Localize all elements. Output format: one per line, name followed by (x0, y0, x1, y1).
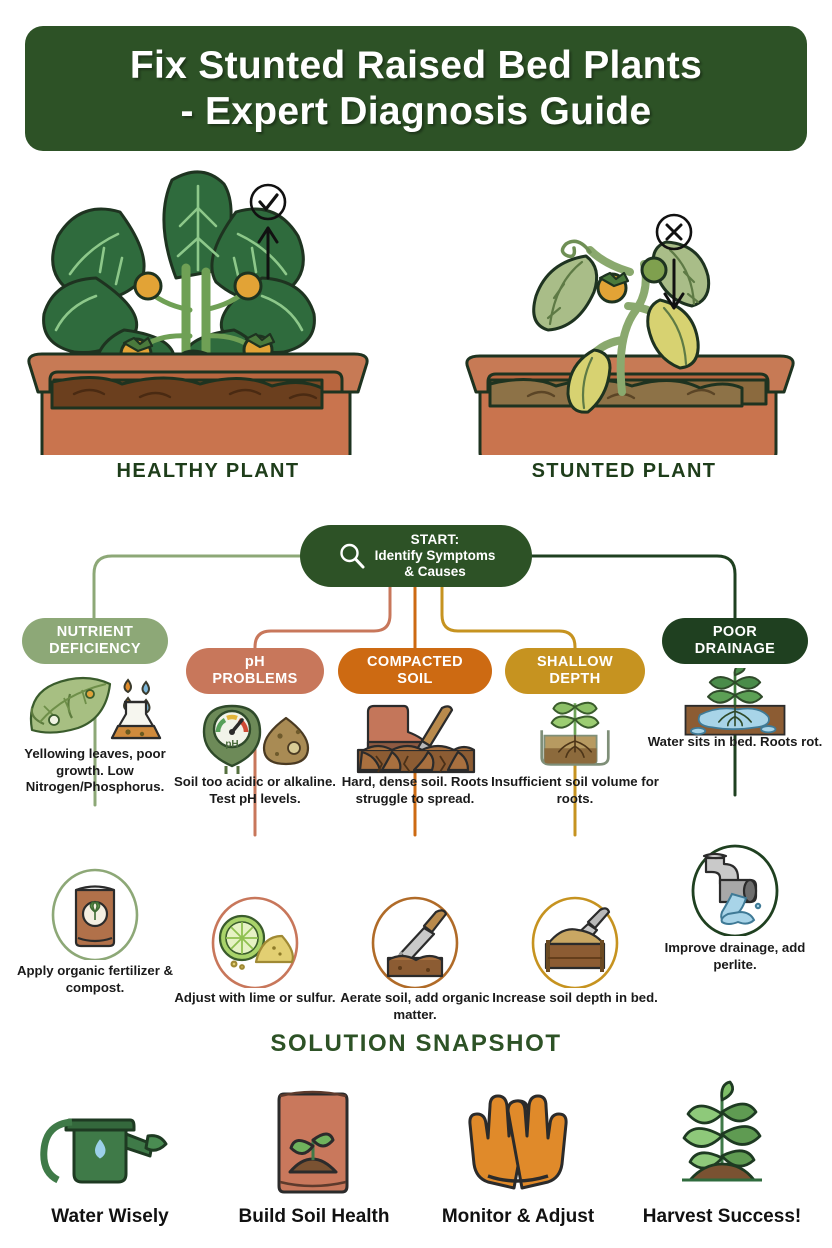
flow-start-line-3: & Causes (404, 564, 466, 579)
pill-compacted-soil[interactable]: COMPACTED SOIL (338, 648, 492, 694)
pill-line-1: POOR (712, 624, 758, 640)
flow-start-line-2: Identify Symptoms (374, 548, 496, 563)
solution-text-compacted: Aerate soil, add organic matter. (340, 990, 490, 1022)
healthy-plant-card: HEALTHY PLANT (0, 160, 416, 505)
pill-line-1: pH (244, 654, 266, 670)
soil-bag-icon (277, 1090, 349, 1194)
seedling-icon (682, 1080, 762, 1182)
waterlogged-soil-icon (684, 668, 786, 736)
snapshot-item-harvest-success: Harvest Success! (618, 1078, 826, 1248)
symptom-text-shallow: Insufficient soil volume for roots. (491, 774, 659, 806)
solution-ring-shallow (531, 896, 619, 988)
unripe-fruit (640, 256, 668, 284)
snapshot-title: SOLUTION SNAPSHOT (270, 1030, 562, 1057)
snapshot-item-build-soil-health: Build Soil Health (210, 1078, 418, 1248)
symptom-text-drainage: Water sits in bed. Roots rot. (647, 734, 823, 749)
svg-text:pH: pH (225, 739, 238, 750)
symptom-text-compacted: Hard, dense soil. Roots struggle to spre… (341, 774, 489, 806)
snapshot-item-monitor-adjust: Monitor & Adjust (414, 1078, 622, 1248)
shallow-planter-icon (540, 701, 610, 766)
stunted-plant-label: STUNTED PLANT (531, 460, 717, 482)
snapshot-label: Monitor & Adjust (441, 1206, 595, 1227)
diagnosis-flowchart: START: Identify Symptoms & Causes NUTRIE… (0, 505, 832, 1022)
solution-text-shallow: Increase soil depth in bed. (492, 990, 658, 1005)
ph-meter-icon: pH (202, 704, 310, 774)
stunted-plant-card: STUNTED PLANT (416, 160, 832, 505)
snapshot-label: Build Soil Health (238, 1206, 390, 1227)
solution-ring-compacted (371, 896, 459, 988)
gloves-icon (468, 1094, 568, 1190)
stunted-plant-illustration (465, 239, 795, 455)
flow-start-line-1: START: (410, 532, 460, 547)
page-title-banner: Fix Stunted Raised Bed Plants - Expert D… (25, 26, 807, 151)
pill-line-2: DEPTH (549, 671, 601, 687)
check-circle-icon (249, 183, 287, 221)
solution-ring-ph (211, 896, 299, 988)
flow-start-text: START: Identify Symptoms & Causes (375, 532, 496, 580)
solution-ring-drainage (691, 844, 779, 936)
healthy-plant-illustration (27, 170, 369, 455)
snapshot-label: Water Wisely (51, 1206, 169, 1227)
healthy-status-group (249, 183, 287, 280)
flow-start-node[interactable]: START: Identify Symptoms & Causes (300, 525, 532, 587)
snapshot-label: Harvest Success! (642, 1206, 802, 1227)
stunted-status-group (655, 213, 693, 310)
pill-shallow-depth[interactable]: SHALLOW DEPTH (505, 648, 645, 694)
pill-poor-drainage[interactable]: POOR DRAINAGE (662, 618, 808, 664)
healthy-plant-label: HEALTHY PLANT (116, 460, 300, 482)
solution-ring-nutrient (51, 868, 139, 960)
pill-line-1: NUTRIENT (56, 624, 134, 640)
pill-ph-problems[interactable]: pH PROBLEMS (186, 648, 324, 694)
x-circle-icon (655, 213, 693, 251)
pill-line-2: DEFICIENCY (49, 641, 141, 657)
plant-comparison-section: HEALTHY PLANT (0, 160, 832, 505)
pill-line-2: SOIL (397, 671, 433, 687)
magnifier-icon (339, 543, 365, 569)
pill-line-2: DRAINAGE (694, 641, 776, 657)
page-title-line-1: Fix Stunted Raised Bed Plants (129, 43, 703, 87)
solution-text-drainage: Improve drainage, add perlite. (664, 940, 806, 972)
symptom-text-nutrient: Yellowing leaves, poor growth. Low Nitro… (24, 746, 166, 794)
watering-can-icon (40, 1118, 168, 1184)
symptom-text-ph: Soil too acidic or alkaline. Test pH lev… (174, 774, 336, 806)
pill-line-1: SHALLOW (536, 654, 614, 670)
pill-line-1: COMPACTED (367, 654, 463, 670)
boot-trowel-icon (356, 704, 476, 774)
snapshot-item-water-wisely: Water Wisely (6, 1078, 214, 1248)
solution-text-ph: Adjust with lime or sulfur. (174, 990, 336, 1005)
pill-line-2: PROBLEMS (212, 671, 298, 687)
page-title-line-2: - Expert Diagnosis Guide (180, 89, 652, 133)
solution-snapshot-section: SOLUTION SNAPSHOT Water Wisely (0, 1020, 832, 1248)
leaf-flask-icon (29, 676, 162, 740)
solution-text-nutrient: Apply organic fertilizer & compost. (16, 963, 174, 995)
pill-nutrient-deficiency[interactable]: NUTRIENT DEFICIENCY (22, 618, 168, 664)
